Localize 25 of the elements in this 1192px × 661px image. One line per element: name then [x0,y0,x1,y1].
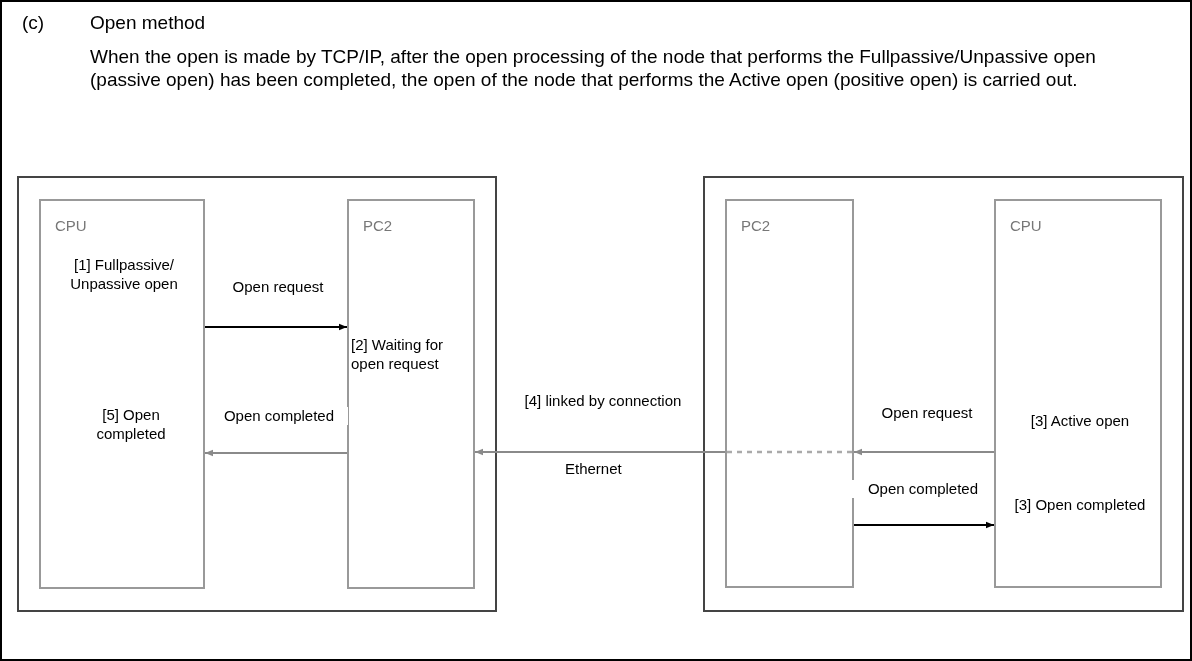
network-label: Ethernet [565,460,622,477]
arrow [204,323,348,331]
arrow [204,449,348,457]
edge-label: [4] linked by connection [522,392,684,410]
module-box [39,199,205,589]
module-title: PC2 [741,217,771,234]
module-title: PC2 [363,217,393,234]
step-text: [1] Fullpassive/ Unpassive open [69,255,179,293]
arrow [853,448,995,456]
section-heading: Open method [90,12,206,34]
module-box [994,199,1162,588]
step-text: [2] Waiting for open request [351,335,444,373]
module-title: CPU [1010,217,1042,234]
section-number: (c) [22,12,45,34]
description-paragraph: When the open is made by TCP/IP, after the open processing of the node that performs the Fullpassive/Unpassive open (passive open) has been completed, the open of the node that performs the Active open (positive open) is carried out. [90,45,1097,91]
step-text: [3] Open completed [1013,495,1147,514]
module-box [347,199,475,589]
module-box [725,199,854,588]
step-text: [3] Active open [1029,411,1131,430]
arrow [474,448,726,456]
module-title: CPU [55,217,87,234]
station-frame [703,176,1184,612]
station-frame [17,176,497,612]
arrow [853,521,995,529]
step-text: [5] Open completed [95,405,167,443]
